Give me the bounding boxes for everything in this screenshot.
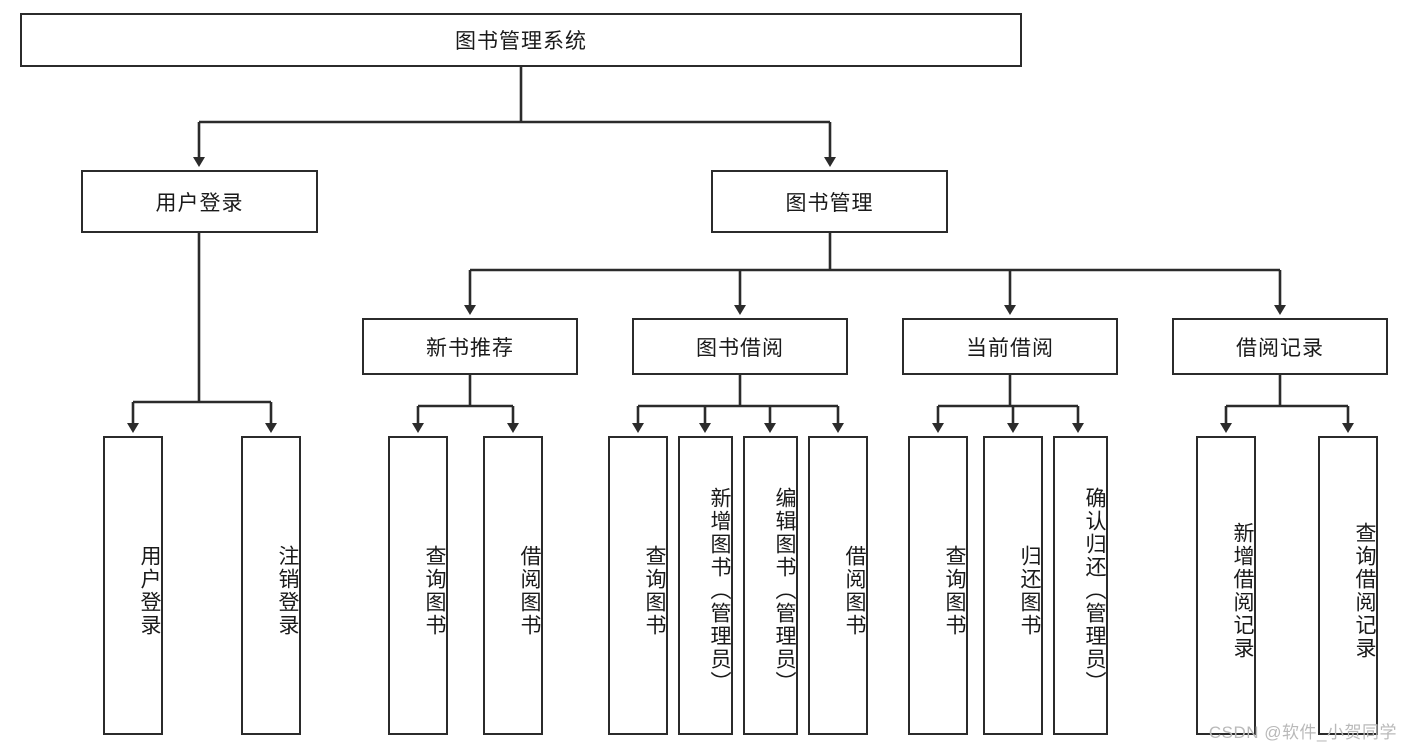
node-user-login[interactable]: 用户登录 <box>81 170 318 233</box>
node-label: 图书管理系统 <box>455 30 587 53</box>
node-label: 图书借阅 <box>696 336 784 360</box>
leaf-label: 编辑图书（管理员） <box>773 487 796 694</box>
node-label: 新书推荐 <box>426 336 514 360</box>
node-new-book-recommend[interactable]: 新书推荐 <box>362 318 578 375</box>
leaf-label: 查询借阅记录 <box>1353 521 1376 660</box>
leaf-recommend-borrow-book[interactable]: 借阅图书 <box>483 436 543 735</box>
leaf-label: 注销登录 <box>276 544 299 637</box>
leaf-user-logout[interactable]: 注销登录 <box>241 436 301 735</box>
node-root-system[interactable]: 图书管理系统 <box>20 13 1022 67</box>
node-label: 借阅记录 <box>1236 336 1324 360</box>
leaf-label: 查询图书 <box>423 544 446 637</box>
leaf-borrow-add-book-admin[interactable]: 新增图书（管理员） <box>678 436 733 735</box>
leaf-label: 归还图书 <box>1018 544 1041 637</box>
leaf-label: 确认归还（管理员） <box>1083 487 1106 694</box>
leaf-label: 查询图书 <box>643 544 666 637</box>
leaf-label: 查询图书 <box>943 544 966 637</box>
leaf-user-login-do[interactable]: 用户登录 <box>103 436 163 735</box>
node-label: 用户登录 <box>155 191 244 215</box>
node-book-management[interactable]: 图书管理 <box>711 170 948 233</box>
leaf-current-confirm-return-admin[interactable]: 确认归还（管理员） <box>1053 436 1108 735</box>
node-book-borrow[interactable]: 图书借阅 <box>632 318 848 375</box>
node-label: 图书管理 <box>785 191 874 215</box>
leaf-label: 新增图书（管理员） <box>708 487 731 694</box>
node-current-borrow[interactable]: 当前借阅 <box>902 318 1118 375</box>
node-borrow-record[interactable]: 借阅记录 <box>1172 318 1388 375</box>
leaf-label: 用户登录 <box>138 544 161 637</box>
leaf-borrow-query-book[interactable]: 查询图书 <box>608 436 668 735</box>
leaf-label: 借阅图书 <box>518 544 541 637</box>
leaf-record-add[interactable]: 新增借阅记录 <box>1196 436 1256 735</box>
node-label: 当前借阅 <box>966 336 1054 360</box>
leaf-label: 借阅图书 <box>843 544 866 637</box>
leaf-current-query-book[interactable]: 查询图书 <box>908 436 968 735</box>
watermark-text: CSDN @软件_小贺同学 <box>1208 723 1397 742</box>
leaf-current-return-book[interactable]: 归还图书 <box>983 436 1043 735</box>
leaf-record-query[interactable]: 查询借阅记录 <box>1318 436 1378 735</box>
leaf-recommend-query-book[interactable]: 查询图书 <box>388 436 448 735</box>
leaf-label: 新增借阅记录 <box>1231 521 1254 660</box>
leaf-borrow-borrow-book[interactable]: 借阅图书 <box>808 436 868 735</box>
leaf-borrow-edit-book-admin[interactable]: 编辑图书（管理员） <box>743 436 798 735</box>
